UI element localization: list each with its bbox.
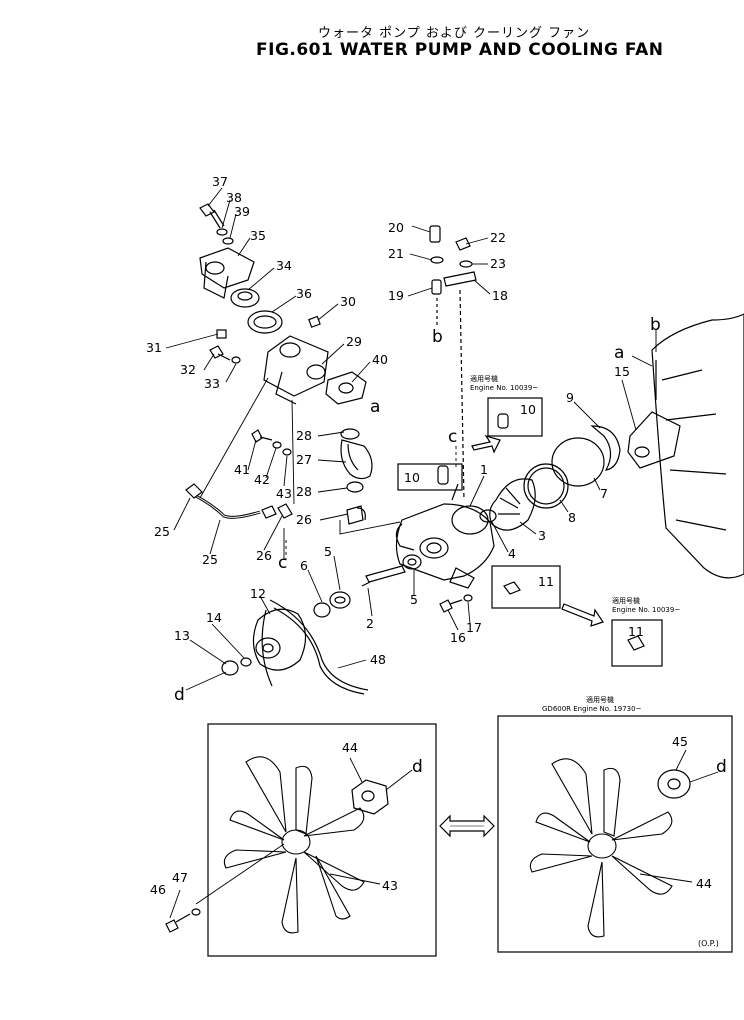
part-number: 11 [538,574,554,589]
part-number: 42 [254,472,270,487]
part-number: 13 [174,628,190,643]
hose-group [185,428,373,525]
ref-letter: d [716,757,727,777]
note-apply-jp: 適用号機 [586,695,614,704]
part-number: 5 [410,592,418,607]
part-number: 10 [520,402,536,417]
top-bolt-group [429,225,477,501]
note-boxes [397,397,663,667]
part-number: 31 [146,340,162,355]
ref-letter: d [412,757,423,777]
part-number: 5 [324,544,332,559]
part-number: 4 [508,546,516,561]
part-number: 11 [628,624,644,639]
part-number: 26 [256,548,272,563]
part-number: 1 [480,462,488,477]
part-number: 40 [372,352,388,367]
part-number: 39 [234,204,250,219]
part-number: 9 [566,390,574,405]
part-number: 6 [300,558,308,573]
part-number: 16 [450,630,466,645]
part-number: 32 [180,362,196,377]
part-number: 36 [296,286,312,301]
part-number: 2 [366,616,374,631]
part-number: 34 [276,258,292,273]
part-number: 29 [346,334,362,349]
part-number: 19 [388,288,404,303]
part-number: 48 [370,652,386,667]
title-japanese: ウォータ ポンプ および クーリング ファン [318,26,591,41]
ref-letter: c [278,553,287,573]
engine-block [651,313,744,579]
part-number: 44 [342,740,358,755]
part-number: 25 [154,524,170,539]
part-number: 18 [492,288,508,303]
ref-letter: d [174,685,185,705]
note-apply-en: Engine No. 10039~ [612,606,680,614]
footer-code: (O.P.) [698,939,719,948]
part-number: 28 [296,484,312,499]
thermostat-group [199,203,367,405]
part-number: 21 [388,246,404,261]
part-number: 44 [696,876,712,891]
pulley-group [221,599,369,695]
ref-letter: b [432,327,443,347]
part-number: 45 [672,734,688,749]
part-number: 20 [388,220,404,235]
part-number: 14 [206,610,222,625]
part-number: 43 [276,486,292,501]
part-number: 38 [226,190,242,205]
fan-panel-right [497,715,733,953]
arrow-group [439,434,604,838]
part-number: 41 [234,462,250,477]
part-labels: 37 38 39 35 34 36 30 31 29 40 32 33 a 28… [146,174,727,897]
part-number: 47 [172,870,188,885]
part-number: 28 [296,428,312,443]
part-number: 46 [150,882,166,897]
part-number: 8 [568,510,576,525]
leader-lines [165,187,719,919]
part-number: 15 [614,364,630,379]
figure-title: FIG.601 WATER PUMP AND COOLING FAN [256,40,664,60]
part-number: 35 [250,228,266,243]
note-apply-en: GD600R Engine No. 19730~ [542,705,642,713]
part-number: 30 [340,294,356,309]
part-number: 23 [490,256,506,271]
part-number: 43 [382,878,398,893]
part-number: 10 [404,470,420,485]
part-number: 7 [600,486,608,501]
part-number: 17 [466,620,482,635]
note-apply-jp: 適用号機 [470,374,498,383]
ref-letter: a [614,343,624,363]
part-number: 26 [296,512,312,527]
part-number: 22 [490,230,506,245]
part-number: 3 [538,528,546,543]
fan-panel-left [165,723,437,957]
part-number: 12 [250,586,266,601]
note-apply-en: Engine No. 10039~ [470,384,538,392]
part-number: 37 [212,174,228,189]
note-apply-jp: 適用号機 [612,596,640,605]
part-number: 25 [202,552,218,567]
applicability-notes: 適用号機 Engine No. 10039~ 適用号機 Engine No. 1… [470,374,719,948]
ref-letter: a [370,397,380,417]
part-number: 27 [296,452,312,467]
ref-letter: b [650,315,661,335]
part-number: 33 [204,376,220,391]
water-pump-group [313,411,681,651]
ref-letter: c [448,427,457,447]
